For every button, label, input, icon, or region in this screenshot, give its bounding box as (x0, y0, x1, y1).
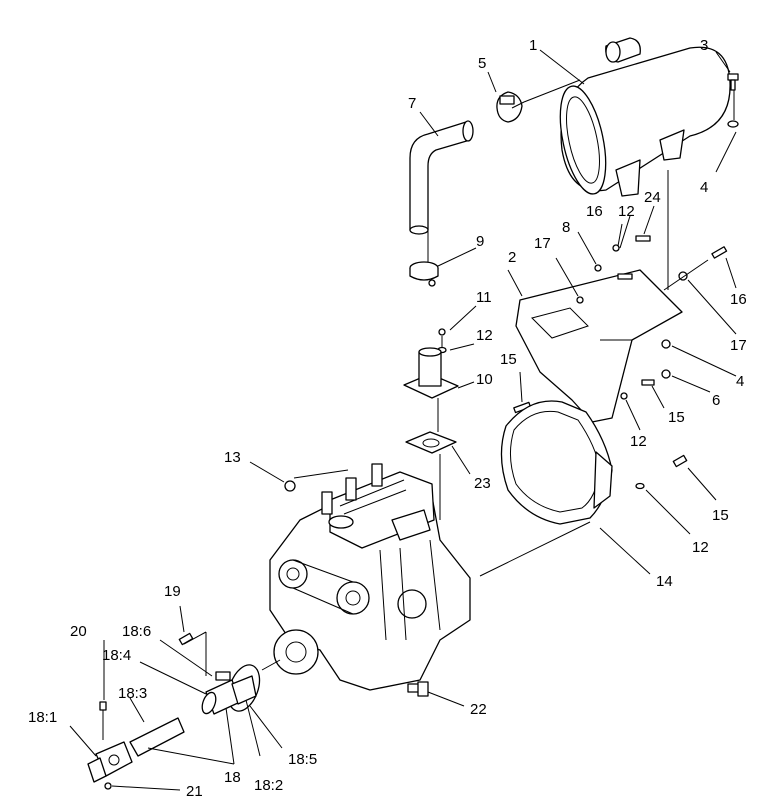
callout-11: 11 (476, 289, 492, 306)
callout-7: 7 (408, 95, 416, 112)
callout-15-a: 15 (500, 351, 517, 368)
callout-13: 13 (224, 449, 241, 466)
callout-12-a: 12 (476, 327, 493, 344)
callout-5: 5 (478, 55, 486, 72)
callout-6: 6 (712, 392, 720, 409)
pipe-clamp (409, 261, 439, 287)
callout-18-2: 18:2 (254, 777, 283, 794)
engine (269, 463, 471, 691)
drive-shaft (87, 664, 261, 790)
gasket (405, 431, 457, 454)
callout-24: 24 (644, 189, 661, 206)
muffler (559, 37, 731, 197)
callout-4-a: 4 (700, 179, 708, 196)
callout-18-4: 18:4 (102, 647, 131, 664)
callout-3: 3 (700, 37, 708, 54)
leader-lines (69, 49, 737, 791)
callout-17-b: 17 (730, 337, 747, 354)
callout-15-b: 15 (668, 409, 685, 426)
muffler-bracket (515, 269, 683, 423)
callout-12-b: 12 (618, 203, 635, 220)
callout-18-5: 18:5 (288, 751, 317, 768)
callout-17-a: 17 (534, 235, 551, 252)
callout-19: 19 (164, 583, 181, 600)
nut-11 (438, 328, 446, 336)
callout-12-d: 12 (692, 539, 709, 556)
nut-13 (284, 480, 296, 492)
sensor (407, 681, 429, 697)
bolt-20 (99, 701, 107, 740)
callout-14: 14 (656, 573, 673, 590)
callout-22: 22 (470, 701, 487, 718)
callout-16-a: 16 (586, 203, 603, 220)
exhaust-clamp (496, 91, 523, 123)
callout-8: 8 (562, 219, 570, 236)
exhaust-pipe (409, 120, 474, 235)
callout-23: 23 (474, 475, 491, 492)
fan-shroud (500, 400, 613, 525)
callout-15-c: 15 (712, 507, 729, 524)
callout-21: 21 (186, 783, 203, 800)
callout-4-b: 4 (736, 373, 744, 390)
callout-18-1: 18:1 (28, 709, 57, 726)
callout-20: 20 (70, 623, 87, 640)
callout-10: 10 (476, 371, 493, 388)
callout-2: 2 (508, 249, 516, 266)
exhaust-flange (403, 347, 459, 399)
callout-9: 9 (476, 233, 484, 250)
callout-18: 18 (224, 769, 241, 786)
callout-18-6: 18:6 (122, 623, 151, 640)
callout-16-b: 16 (730, 291, 747, 308)
callout-1: 1 (529, 37, 537, 54)
callout-12-c: 12 (630, 433, 647, 450)
callout-labels: 1 2 3 4 4 5 6 7 8 9 10 11 12 12 12 12 13… (28, 37, 747, 800)
bracket-hardware (513, 73, 739, 490)
callout-18-3: 18:3 (118, 685, 147, 702)
